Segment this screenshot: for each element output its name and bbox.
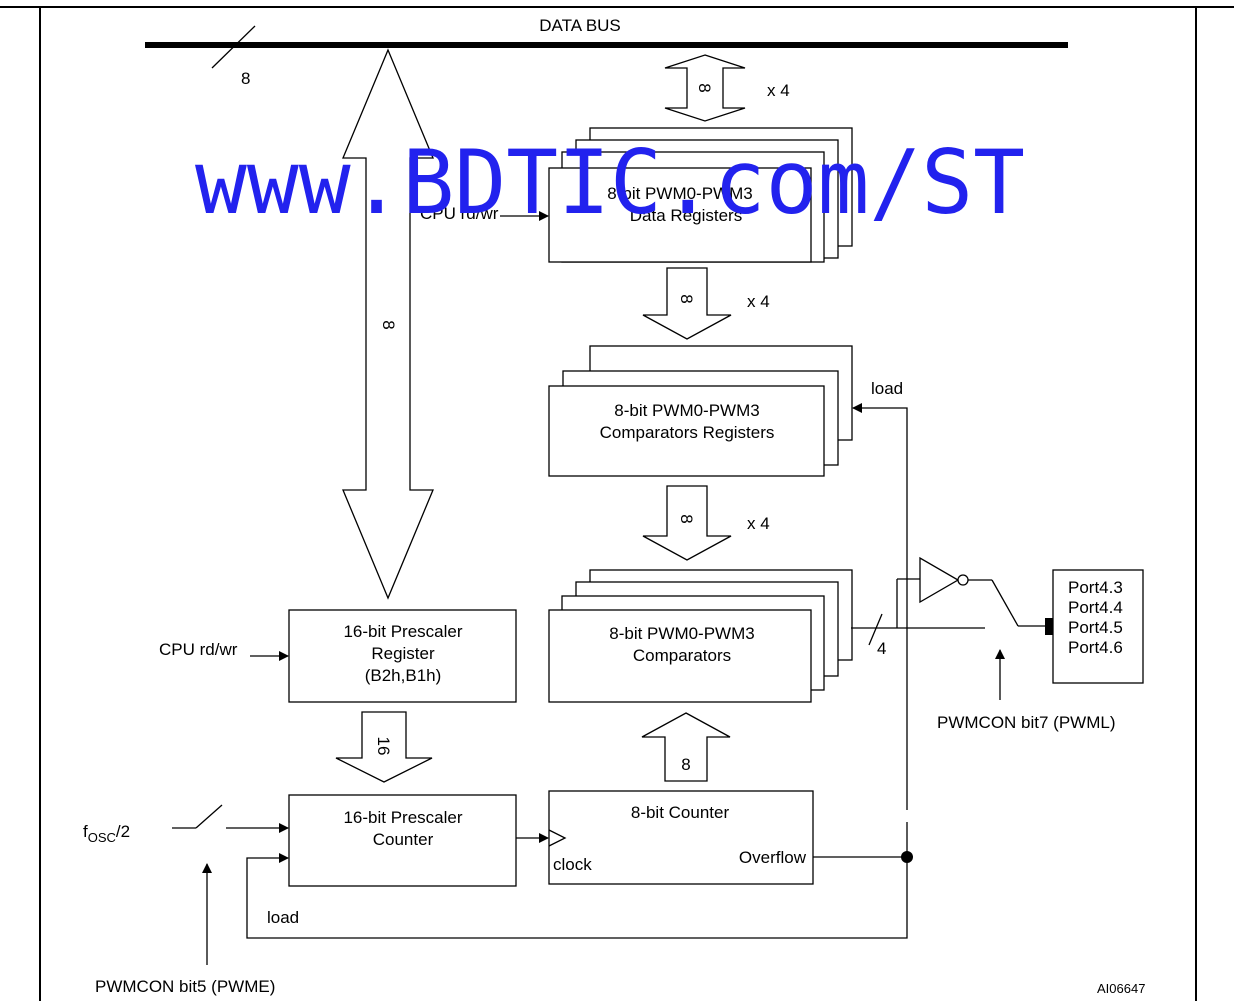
cpu-rdwr-left-label: CPU rd/wr [159, 640, 238, 659]
prescaler-counter-line2: Counter [373, 830, 434, 849]
load-right-label: load [871, 379, 903, 398]
pwml-switch [991, 579, 1019, 627]
bus-width-slash [211, 25, 256, 69]
prescaler-register-line2: Register [371, 644, 435, 663]
data-registers-box [548, 167, 812, 263]
inverter-bubble [957, 574, 969, 586]
counter-arrow-width: 8 [681, 755, 690, 774]
load-feedback-right [852, 403, 908, 810]
data-registers-line2: Data Registers [630, 206, 742, 225]
bus-width-label: 8 [241, 69, 250, 88]
load-bottom-label: load [267, 908, 299, 927]
comparators-box [548, 609, 812, 703]
main-arrow-width: 8 [379, 320, 398, 329]
prescaler-counter-box [288, 794, 517, 887]
comp-registers-box [548, 385, 825, 477]
arrow-counter-to-comparators [641, 712, 731, 782]
port-box [1052, 569, 1144, 684]
top-arrow-width: 8 [695, 83, 714, 92]
prescaler-arrow-width: 16 [374, 737, 393, 756]
lower-multiplier: x 4 [747, 514, 770, 533]
pwme-switch [195, 804, 223, 829]
counter-clock-label: clock [553, 855, 592, 874]
pwml-label: PWMCON bit7 (PWML) [937, 713, 1116, 732]
port-label: Port4.5 [1068, 618, 1123, 637]
arrow-comp-regs-to-comparators [642, 485, 732, 561]
prescaler-counter-line1: 16-bit Prescaler [343, 808, 462, 827]
port-label: Port4.6 [1068, 638, 1123, 657]
figure-id: AI06647 [1097, 981, 1145, 996]
port-label: Port4.4 [1068, 598, 1123, 617]
lower-arrow-width: 8 [677, 514, 696, 523]
arrow-data-to-comp-regs [642, 267, 732, 340]
mid-arrow-width: 8 [677, 294, 696, 303]
prescaler-register-line1: 16-bit Prescaler [343, 622, 462, 641]
counter-8bit-box [548, 790, 814, 885]
cpu-rdwr-top-label: CPU rd/wr [420, 204, 499, 223]
counter-8bit-title: 8-bit Counter [631, 803, 730, 822]
watermark: www.BDTIC.com/ST [195, 131, 1025, 234]
mid-multiplier: x 4 [747, 292, 770, 311]
output-width-slash [868, 613, 883, 646]
comp-registers-line2: Comparators Registers [600, 423, 775, 442]
output-width-label: 4 [877, 639, 886, 658]
load-feedback-bottom [246, 853, 908, 939]
top-multiplier: x 4 [767, 81, 790, 100]
top-bidirectional-arrow [664, 54, 746, 122]
clock-input-triangle [548, 829, 567, 847]
comparators-line1: 8-bit PWM0-PWM3 [609, 624, 754, 643]
fosc-label: fOSC/2 [83, 822, 130, 845]
inverter-symbol [919, 556, 960, 604]
prescaler-register-line3: (B2h,B1h) [365, 666, 442, 685]
data-registers-line1: 8-bit PWM0-PWM3 [607, 184, 752, 203]
port-label: Port4.3 [1068, 578, 1123, 597]
comparators-line2: Comparators [633, 646, 731, 665]
prescaler-register-box [288, 609, 517, 703]
data-bus-label: DATA BUS [539, 16, 621, 35]
counter-overflow-label: Overflow [739, 848, 807, 867]
main-bidirectional-arrow [342, 48, 434, 600]
pwme-label: PWMCON bit5 (PWME) [95, 977, 275, 996]
comp-registers-line1: 8-bit PWM0-PWM3 [614, 401, 759, 420]
arrow-register-to-prescaler-counter [335, 711, 433, 783]
